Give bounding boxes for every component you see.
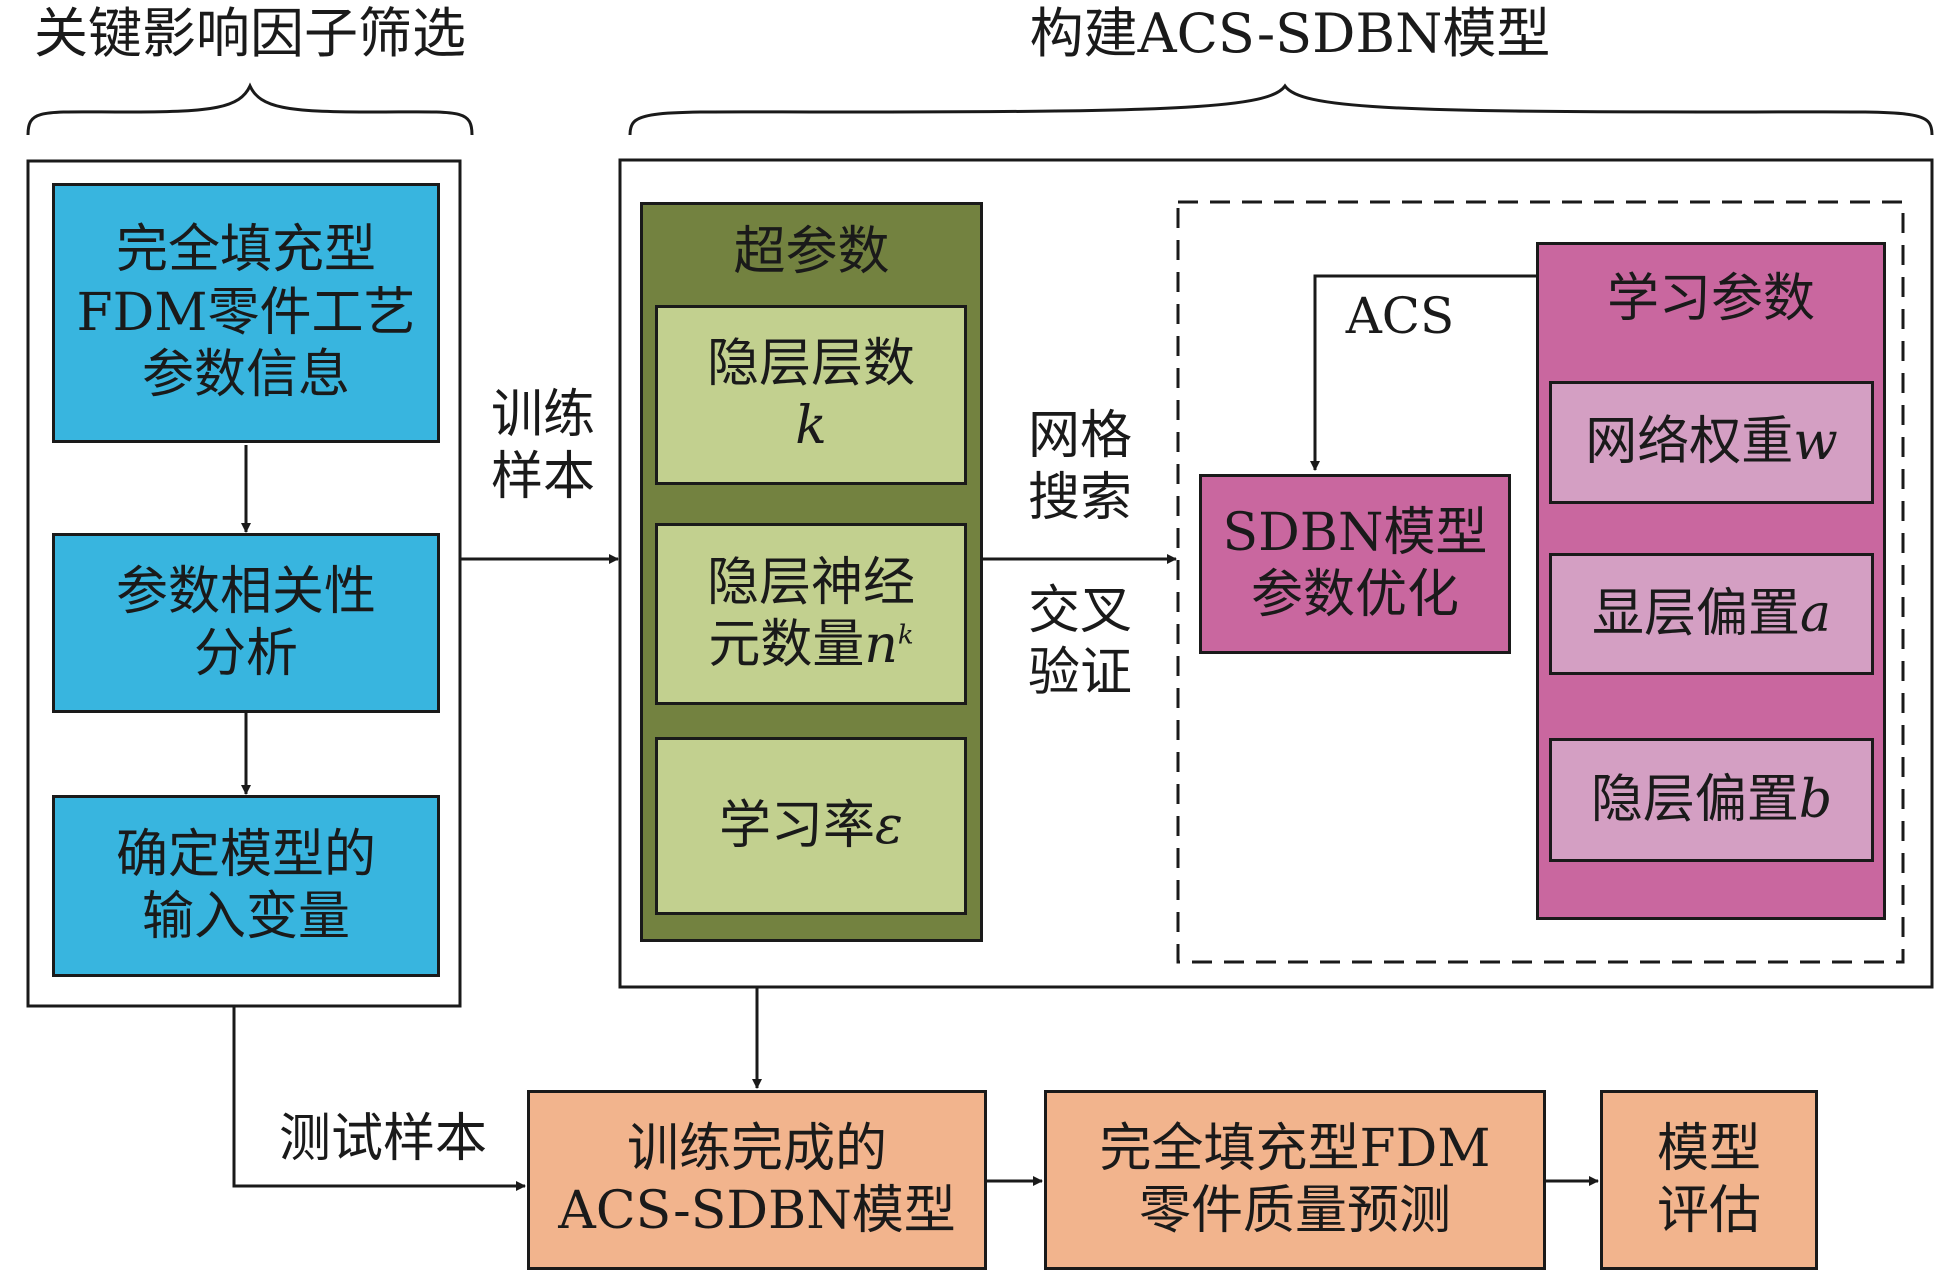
train-samples-line1: 训练 xyxy=(490,385,595,445)
network-weights-text: 网络权重 xyxy=(1585,412,1794,473)
hidden-bias-box: 隐层偏置b xyxy=(1549,738,1874,862)
network-weights-var: w xyxy=(1793,412,1838,473)
acs-label: ACS xyxy=(1345,287,1455,345)
quality-prediction-line1: 完全填充型FDM xyxy=(1099,1118,1491,1179)
grid-search-line1: 网格 xyxy=(1027,406,1132,466)
hidden-layers-var: k xyxy=(795,396,827,456)
quality-prediction-line2: 零件质量预测 xyxy=(1138,1181,1451,1241)
correlation-analysis-box: 参数相关性 分析 xyxy=(52,533,440,713)
train-samples-label: 训练 样本 xyxy=(468,384,618,509)
model-evaluation-line2: 评估 xyxy=(1656,1181,1761,1241)
trained-model-line1: 训练完成的 xyxy=(626,1118,887,1179)
input-vars-line1: 确定模型的 xyxy=(115,824,376,885)
learning-rate-var: ε xyxy=(875,795,903,856)
hidden-neurons-line1: 隐层神经 xyxy=(706,552,915,613)
cross-validation-line2: 验证 xyxy=(1027,643,1132,704)
model-evaluation-line1: 模型 xyxy=(1656,1118,1761,1179)
hidden-neurons-text: 元数量 xyxy=(708,615,865,675)
process-params-line3: 参数信息 xyxy=(141,345,350,406)
hidden-bias-var: b xyxy=(1798,769,1833,830)
network-weights-box: 网络权重w xyxy=(1549,381,1874,504)
hyperparams-title: 超参数 xyxy=(733,222,890,282)
right-header: 构建ACS-SDBN模型 xyxy=(1029,2,1551,65)
visible-bias-text: 显层偏置 xyxy=(1591,583,1800,644)
visible-bias-line: 显层偏置a xyxy=(1592,583,1831,645)
input-vars-line2: 输入变量 xyxy=(141,887,350,947)
hidden-layers-box: 隐层层数 k xyxy=(655,305,967,485)
visible-bias-box: 显层偏置a xyxy=(1549,553,1874,675)
network-weights-line: 网络权重w xyxy=(1585,411,1838,473)
hidden-neurons-sup: k xyxy=(897,620,914,651)
correlation-line2: 分析 xyxy=(193,624,298,684)
learning-rate-line: 学习率ε xyxy=(719,795,903,857)
grid-search-line2: 搜索 xyxy=(1027,468,1132,529)
learning-rate-text: 学习率 xyxy=(719,795,876,856)
dashed-frame xyxy=(1176,200,1905,964)
sdbn-optimization-box: SDBN模型 参数优化 xyxy=(1199,474,1511,654)
left-frame xyxy=(26,159,462,1008)
quality-prediction-box: 完全填充型FDM 零件质量预测 xyxy=(1044,1090,1546,1270)
cross-validation-label: 交叉 验证 xyxy=(1000,580,1160,705)
learning-params-title: 学习参数 xyxy=(1606,269,1815,329)
hidden-neurons-line2: 元数量nk xyxy=(708,614,913,676)
input-variables-box: 确定模型的 输入变量 xyxy=(52,795,440,977)
cross-validation-line1: 交叉 xyxy=(1027,581,1132,641)
grid-search-label: 网格 搜索 xyxy=(1000,405,1160,530)
sdbn-opt-line1: SDBN模型 xyxy=(1222,502,1488,563)
visible-bias-var: a xyxy=(1800,583,1832,644)
trained-model-line2: ACS-SDBN模型 xyxy=(558,1181,956,1241)
process-params-box: 完全填充型 FDM零件工艺 参数信息 xyxy=(52,183,440,443)
left-brace xyxy=(26,82,474,136)
trained-model-box: 训练完成的 ACS-SDBN模型 xyxy=(527,1090,987,1270)
hidden-bias-text: 隐层偏置 xyxy=(1590,769,1799,830)
test-samples-label: 测试样本 xyxy=(278,1109,487,1169)
hidden-layers-label: 隐层层数 xyxy=(706,333,915,394)
process-params-line1: 完全填充型 xyxy=(115,220,376,281)
learning-rate-box: 学习率ε xyxy=(655,737,967,915)
hidden-neurons-box: 隐层神经 元数量nk xyxy=(655,523,967,705)
left-header: 关键影响因子筛选 xyxy=(34,2,466,65)
model-evaluation-box: 模型 评估 xyxy=(1600,1090,1818,1270)
train-samples-line2: 样本 xyxy=(490,447,595,508)
hidden-neurons-var: n xyxy=(864,615,898,675)
sdbn-opt-line2: 参数优化 xyxy=(1250,565,1459,625)
correlation-line1: 参数相关性 xyxy=(115,561,376,622)
hidden-bias-line: 隐层偏置b xyxy=(1591,769,1832,831)
right-brace xyxy=(628,83,1934,136)
right-frame xyxy=(618,158,1934,989)
process-params-line2: FDM零件工艺 xyxy=(76,282,416,343)
